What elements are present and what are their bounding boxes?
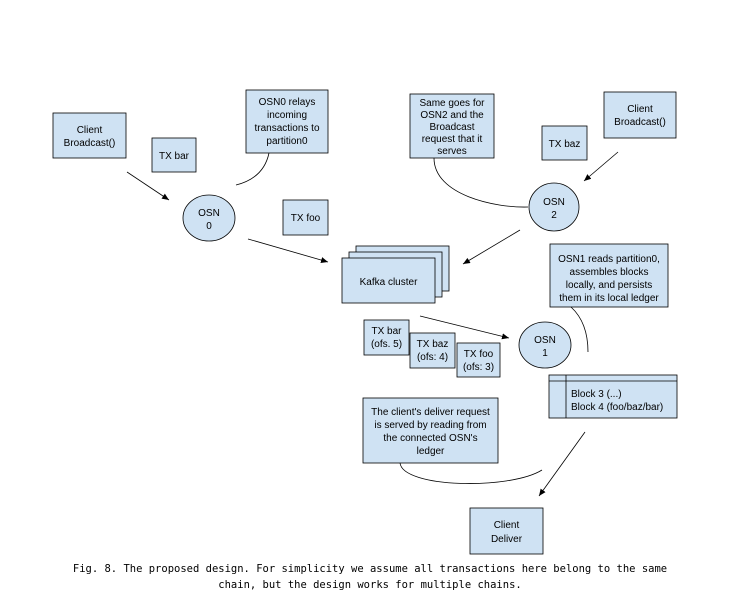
- client-deliver-line2: Deliver: [491, 534, 523, 545]
- osn2-note-connector: [433, 157, 529, 208]
- osn0-note-line4: partition0: [266, 136, 308, 147]
- tx-foo-ofs-line1: TX foo: [464, 349, 494, 360]
- osn1-note-line1: OSN1 reads partition0,: [558, 254, 660, 265]
- osn0-note-line2: incoming: [267, 110, 307, 121]
- kafka-cluster-stack: Kafka cluster: [341, 245, 450, 304]
- osn1-line2: 1: [542, 348, 548, 359]
- tx-baz-ofs-line1: TX baz: [417, 339, 449, 350]
- osn1-line1: OSN: [534, 335, 556, 346]
- client-deliver-box: Client Deliver: [469, 507, 544, 555]
- arrow-kafka-to-osn1: [419, 315, 510, 340]
- tx-bar-label: TX bar: [159, 151, 190, 162]
- tx-bar-ofs-line2: (ofs. 5): [371, 339, 402, 350]
- deliver-note-line3: the connected OSN's: [383, 433, 477, 444]
- osn0-line2: 0: [206, 221, 212, 232]
- osn2-note-line1: Same goes for: [419, 98, 485, 109]
- osn1-note-line2: assembles blocks: [570, 267, 649, 278]
- osn0-note-box: OSN0 relays incoming transactions to par…: [245, 89, 329, 154]
- arrow-client-left-to-osn0: [126, 171, 170, 201]
- osn1-node: OSN 1: [518, 321, 572, 369]
- osn0-node: OSN 0: [182, 194, 236, 242]
- arrow-osn2-to-kafka: [462, 229, 521, 265]
- tx-foo-box: TX foo: [282, 199, 329, 236]
- osn1-note-line3: locally, and persists: [566, 280, 653, 291]
- arrow-osn0-to-kafka: [247, 238, 329, 263]
- osn0-line1: OSN: [198, 208, 220, 219]
- caption-line2: chain, but the design works for multiple…: [218, 579, 522, 591]
- osn0-note-line1: OSN0 relays: [259, 97, 316, 108]
- client-deliver-line1: Client: [494, 520, 520, 531]
- tx-bar-ofs-line1: TX bar: [371, 326, 402, 337]
- client-broadcast-left-box: Client Broadcast(): [52, 112, 127, 159]
- tx-baz-ofs-box: TX baz (ofs: 4): [409, 332, 456, 369]
- osn2-note-line2: OSN2 and the: [420, 110, 484, 121]
- osn2-line1: OSN: [543, 197, 565, 208]
- osn0-note-line3: transactions to: [254, 123, 319, 134]
- ledger-box: Block 3 (...) Block 4 (foo/baz/bar): [548, 374, 678, 419]
- ledger-block-4: Block 4 (foo/baz/bar): [571, 402, 663, 413]
- tx-foo-label: TX foo: [291, 213, 321, 224]
- ledger-block-3: Block 3 (...): [571, 389, 622, 400]
- tx-bar-box: TX bar: [151, 137, 197, 173]
- osn1-note-box: OSN1 reads partition0, assembles blocks …: [549, 243, 669, 308]
- deliver-note-line1: The client's deliver request: [371, 407, 490, 418]
- osn2-note-line3: Broadcast: [429, 122, 474, 133]
- osn2-note-line5: serves: [437, 146, 466, 157]
- caption-line1: Fig. 8. The proposed design. For simplic…: [72, 563, 668, 575]
- deliver-note-box: The client's deliver request is served b…: [362, 397, 499, 464]
- osn0-note-connector: [235, 152, 270, 186]
- tx-baz-ofs-line2: (ofs: 4): [417, 352, 448, 363]
- tx-foo-ofs-line2: (ofs: 3): [463, 362, 494, 373]
- tx-baz-box: TX baz: [541, 125, 588, 161]
- figure-caption: Fig. 8. The proposed design. For simplic…: [40, 561, 700, 593]
- osn2-node: OSN 2: [528, 182, 580, 232]
- client-broadcast-right-box: Client Broadcast(): [603, 91, 677, 139]
- kafka-cluster-label: Kafka cluster: [360, 277, 418, 288]
- osn2-line2: 2: [551, 210, 557, 221]
- tx-bar-ofs-box: TX bar (ofs. 5): [363, 319, 410, 356]
- arrow-ledger-to-client-deliver: [538, 431, 586, 497]
- client-broadcast-right-line1: Client: [627, 104, 653, 115]
- osn1-note-connector: [570, 306, 589, 353]
- deliver-note-line2: is served by reading from: [374, 420, 486, 431]
- osn2-note-box: Same goes for OSN2 and the Broadcast req…: [409, 93, 495, 159]
- osn1-note-line4: them in its local ledger: [559, 293, 659, 304]
- arrow-client-right-to-osn2: [583, 151, 619, 182]
- client-broadcast-left-line1: Client: [77, 125, 103, 136]
- deliver-note-line4: ledger: [417, 446, 445, 457]
- tx-foo-ofs-box: TX foo (ofs: 3): [456, 342, 501, 378]
- deliver-note-connector: [399, 462, 543, 484]
- client-broadcast-right-line2: Broadcast(): [614, 117, 666, 128]
- osn2-note-line4: request that it: [422, 134, 483, 145]
- client-broadcast-left-line2: Broadcast(): [64, 138, 116, 149]
- tx-baz-label: TX baz: [549, 139, 581, 150]
